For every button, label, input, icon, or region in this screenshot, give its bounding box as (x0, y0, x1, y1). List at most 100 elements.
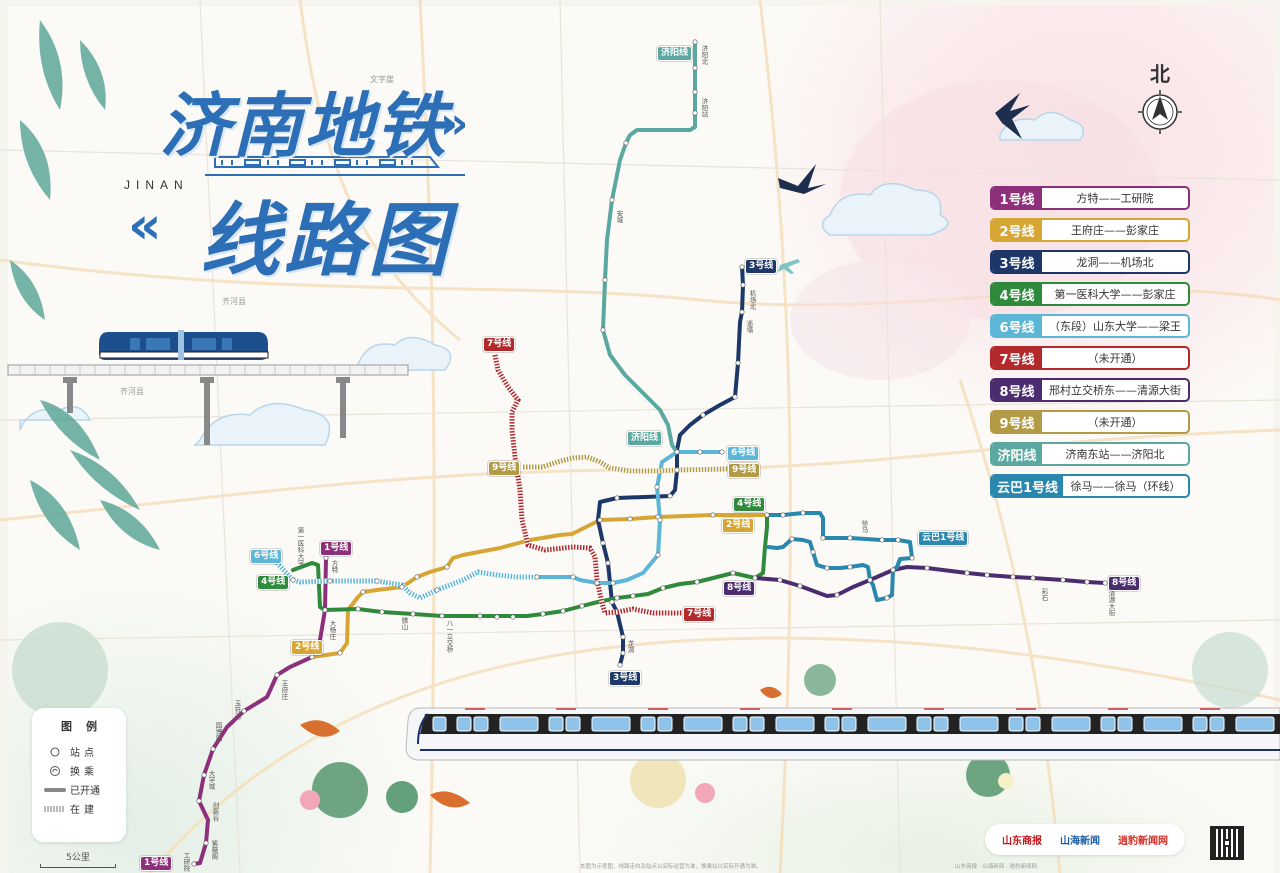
line-badge: 8号线 (992, 380, 1042, 400)
station-dot (1030, 575, 1036, 581)
line-route: 方特——工研院 (1076, 192, 1154, 205)
construction-line-icon (40, 805, 70, 813)
legend-box: 图例 站点 换乘 已开通 在建 (32, 708, 126, 842)
line-list-item: 3号线龙洞——机场北 (990, 250, 1190, 274)
station-dot (620, 634, 626, 640)
title-train-icon (205, 156, 465, 176)
station-dot (241, 708, 247, 714)
station-dot (614, 495, 620, 501)
line-badge: 3号线 (992, 252, 1042, 272)
station-dot (290, 577, 296, 583)
station-dot (739, 264, 745, 270)
line-badge: 7号线 (992, 348, 1042, 368)
jiyang-route (601, 40, 697, 454)
station-name: 创新谷 (211, 802, 219, 822)
line-badge: 云巴1号线 (992, 476, 1064, 496)
station-dot (735, 360, 741, 366)
willow-decoration (10, 20, 160, 550)
station-name: 龙洞 (626, 640, 634, 653)
place-label: 齐河县 (222, 297, 246, 306)
station-name: 方特 (330, 560, 338, 573)
station-name: 济阳北 (700, 45, 708, 65)
line6-west-route (275, 561, 537, 601)
station-dot (594, 580, 600, 586)
station-dot (617, 662, 623, 668)
line-list-item: 2号线王府庄——彭家庄 (990, 218, 1190, 242)
line-route: 徐马——徐马（环线） (1070, 480, 1181, 493)
line4-route (291, 513, 769, 618)
station-dot (847, 535, 853, 541)
station-dot (692, 65, 698, 71)
station-dot (895, 537, 901, 543)
station-dot (739, 309, 745, 315)
station-name: 徐马 (860, 520, 868, 533)
station-dot (655, 552, 661, 558)
line-badge: 4号线 (992, 284, 1042, 304)
station-dot (1060, 577, 1066, 583)
line-list-item: 1号线 方特——工研院 (990, 186, 1190, 210)
line-route: （未开通） (1087, 352, 1143, 365)
station-dot (752, 575, 758, 581)
line-route: （未开通） (1087, 416, 1143, 429)
line-badge: 9号线 (992, 412, 1042, 432)
station-dot (579, 603, 585, 609)
station-dot (719, 449, 725, 455)
airport-icon (778, 259, 800, 274)
line-route: 王府庄——彭家庄 (1071, 224, 1159, 237)
station-dot (600, 327, 606, 333)
station-dot (309, 654, 315, 660)
station-dot (399, 584, 405, 590)
partners-text: 山东商报 · 山海新闻 · 逍豹新闻网 (955, 864, 1037, 870)
station-dot (710, 512, 716, 518)
station-name: 遥墙 (745, 320, 753, 333)
station-dot (692, 39, 698, 45)
legend-item-construction: 在建 (40, 799, 118, 818)
station-name: 腊山 (400, 617, 408, 630)
station-dot (379, 609, 385, 615)
legend-title: 图例 (61, 720, 111, 733)
station-dot (630, 593, 636, 599)
elevated-train-illustration (7, 330, 409, 445)
station-dot (660, 585, 666, 591)
line-badge: 6号线 (992, 316, 1042, 336)
logo-news-site: 逍豹新闻网 (1118, 836, 1168, 847)
open-line-icon (40, 786, 70, 794)
line2-route (310, 513, 769, 659)
station-dot (764, 512, 770, 518)
chevron-left-icon: « (128, 196, 162, 256)
station-dot (909, 555, 915, 561)
station-dot (609, 197, 615, 203)
line-tag: 6号线 (727, 446, 760, 461)
station-dot (924, 565, 930, 571)
station-name: 大杨庄 (328, 620, 336, 640)
line9-route (523, 454, 728, 474)
lily-pad-decorations (12, 622, 1268, 818)
line-tag: 1号线 (320, 541, 353, 556)
station-dot (374, 578, 380, 584)
station-name: 八一立交桥 (445, 620, 453, 653)
line-badge: 济阳线 (992, 444, 1042, 464)
disclaimer-text: 本图为示意图，线路走向及站点以实际运营为准，换乘站以实际开通为准。 (580, 864, 762, 870)
station-dot (1010, 574, 1016, 580)
station-dot (201, 772, 207, 778)
line-tag: 7号线 (683, 607, 716, 622)
station-dot (847, 564, 853, 570)
station-dot (867, 577, 873, 583)
station-name: 王府庄 (280, 680, 288, 700)
legend-item-transfer: 换乘 (40, 761, 118, 780)
station-dot (414, 574, 420, 580)
station-dot (964, 570, 970, 576)
media-logos: 山东商报 山海新闻 逍豹新闻网 (985, 824, 1185, 855)
line-route: （东段）山东大学——梁王 (1049, 320, 1181, 333)
station-dot (322, 607, 328, 613)
station-name: 清源大街 (1107, 590, 1115, 616)
north-compass-icon (1138, 90, 1182, 134)
line-badge: 1号线 (992, 188, 1042, 208)
line-list-item: 6号线 （东段）山东大学——梁王 (990, 314, 1190, 338)
station-dot (800, 510, 806, 516)
station-name: 彩石 (1040, 588, 1048, 601)
station-dot (323, 555, 329, 561)
legend-item-open: 已开通 (40, 780, 118, 799)
qr-code (1210, 826, 1244, 860)
station-name: 机场北 (748, 290, 756, 310)
